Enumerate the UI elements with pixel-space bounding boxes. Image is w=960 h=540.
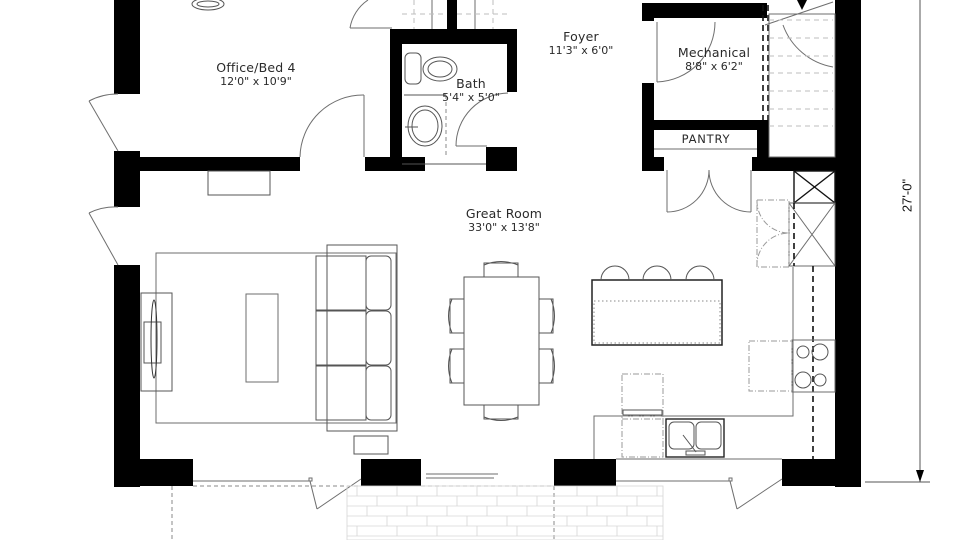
office-fixtures: [191, 0, 271, 196]
dining-area: [448, 261, 555, 421]
room-name: Mechanical: [677, 45, 751, 60]
room-dimensions: 8'8" x 6'2": [685, 60, 743, 73]
room-label-foyer: Foyer 11'3" x 6'0": [549, 29, 614, 58]
room-dimensions: 11'3" x 6'0": [548, 44, 614, 57]
dimension-line: [865, 0, 930, 483]
room-dimensions: 33'0" x 13'8": [468, 221, 540, 234]
room-dimensions: 5'4" x 5'0": [442, 91, 500, 104]
kitchen: [591, 170, 836, 460]
room-label-office: Office/Bed 4 12'0" x 10'9": [216, 60, 295, 89]
walls: [114, 0, 861, 487]
room-name: Office/Bed 4: [216, 60, 296, 75]
room-label-pantry: PANTRY: [681, 132, 731, 146]
overall-dimension-label: 27'-0": [899, 178, 915, 213]
room-label-mechanical: Mechanical 8'8" x 6'2": [678, 45, 750, 74]
room-name: Bath: [456, 76, 486, 91]
room-label-great-room: Great Room 33'0" x 13'8": [466, 206, 542, 235]
patio-pavers: [171, 485, 664, 540]
room-name: Great Room: [465, 206, 543, 221]
room-dimensions: 12'0" x 10'9": [220, 75, 292, 88]
staircase: [402, 0, 836, 158]
living-area: [140, 244, 398, 455]
bath-fixtures: [402, 52, 486, 165]
doors: [88, 0, 834, 510]
room-name: Foyer: [563, 29, 599, 44]
room-label-bath: Bath 5'4" x 5'0": [442, 76, 500, 105]
